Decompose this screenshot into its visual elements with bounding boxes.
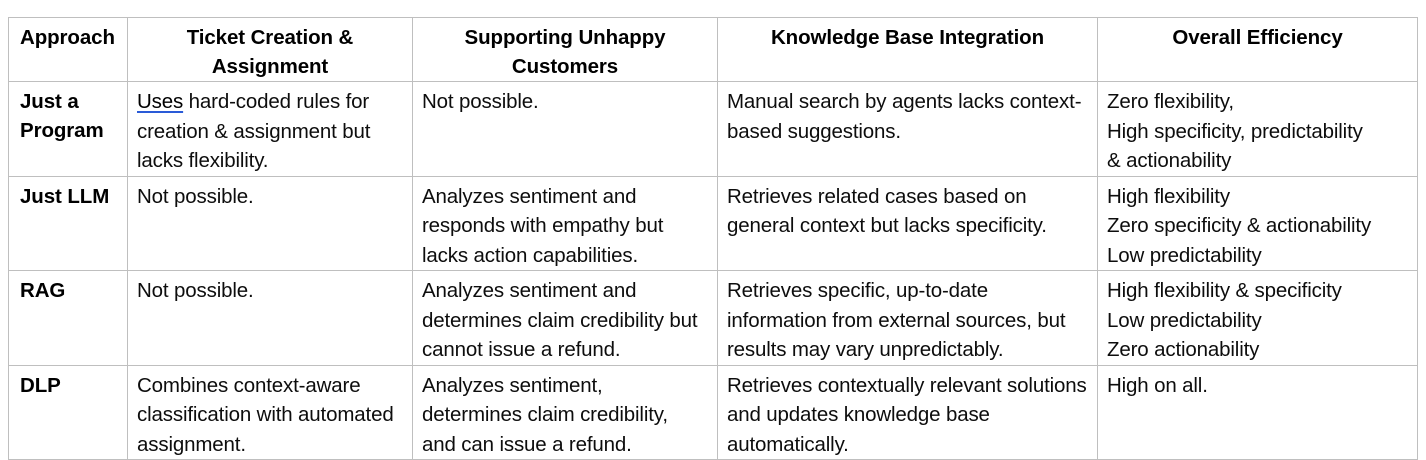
table-header: Approach Ticket Creation & Assignment Su… [8, 17, 1418, 82]
cell-just-llm-ticket-creation: Not possible. [127, 175, 413, 271]
cell-text: High on all. [1107, 373, 1208, 397]
column-header-overall-efficiency-label: Overall Efficiency [1172, 26, 1343, 49]
table-row: Just a Program Uses hard-coded rules for… [8, 81, 1418, 177]
cell-just-llm-supporting-customers: Analyzes sentiment and responds with emp… [412, 175, 718, 271]
cell-text: Retrieves specific, up-to-date informati… [727, 279, 1066, 361]
cell-dlp-overall-efficiency: High on all. [1097, 364, 1418, 460]
row-label-just-llm: Just LLM [8, 175, 128, 271]
row-label-just-a-program: Just a Program [8, 81, 128, 177]
comparison-table: Approach Ticket Creation & Assignment Su… [8, 17, 1418, 460]
cell-text: Not possible. [422, 90, 539, 113]
cell-text: Analyzes sentiment and responds with emp… [422, 184, 664, 267]
cell-rag-ticket-creation: Not possible. [127, 270, 413, 366]
cell-text: Analyzes sentiment and determines claim … [422, 279, 698, 361]
table-row: Just LLM Not possible. Analyzes sentimen… [8, 175, 1418, 271]
underlined-word: Uses [137, 90, 184, 113]
cell-text: Zero flexibility,High specificity, predi… [1107, 90, 1363, 172]
cell-text: Retrieves related cases based on general… [727, 184, 1047, 238]
column-header-approach: Approach [8, 17, 128, 82]
cell-text: Retrieves contextually relevant solution… [727, 373, 1087, 456]
column-header-approach-label: Approach [20, 26, 115, 49]
cell-just-a-program-ticket-creation: Uses hard-coded rules for creation & ass… [127, 81, 413, 177]
row-label-rag: RAG [8, 270, 128, 366]
table-body: Just a Program Uses hard-coded rules for… [8, 81, 1418, 460]
cell-dlp-ticket-creation: Combines context-aware classification wi… [127, 364, 413, 460]
cell-just-a-program-overall-efficiency: Zero flexibility,High specificity, predi… [1097, 81, 1418, 177]
column-header-ticket-creation-label: Ticket Creation & Assignment [186, 26, 354, 78]
header-row: Approach Ticket Creation & Assignment Su… [8, 17, 1418, 82]
column-header-supporting-customers: Supporting Unhappy Customers [412, 17, 718, 82]
column-header-knowledge-base: Knowledge Base Integration [717, 17, 1098, 82]
cell-rag-knowledge-base: Retrieves specific, up-to-date informati… [717, 270, 1098, 366]
column-header-overall-efficiency: Overall Efficiency [1097, 17, 1418, 82]
cell-text: Not possible. [137, 279, 254, 302]
column-header-supporting-customers-label: Supporting Unhappy Customers [464, 26, 666, 78]
cell-just-a-program-knowledge-base: Manual search by agents lacks context-ba… [717, 81, 1098, 177]
cell-rag-supporting-customers: Analyzes sentiment and determines claim … [412, 270, 718, 366]
column-header-ticket-creation: Ticket Creation & Assignment [127, 17, 413, 82]
column-header-knowledge-base-label: Knowledge Base Integration [770, 26, 1045, 49]
cell-just-llm-knowledge-base: Retrieves related cases based on general… [717, 175, 1098, 271]
cell-text-rest: hard-coded rules for creation & assignme… [137, 90, 371, 172]
row-label-dlp: DLP [8, 364, 128, 460]
cell-text: Combines context-aware classification wi… [137, 373, 394, 456]
cell-dlp-knowledge-base: Retrieves contextually relevant solution… [717, 364, 1098, 460]
table-row: DLP Combines context-aware classificatio… [8, 364, 1418, 460]
cell-text: Not possible. [137, 184, 254, 208]
cell-dlp-supporting-customers: Analyzes sentiment, determines claim cre… [412, 364, 718, 460]
cell-text: Analyzes sentiment, determines claim cre… [422, 373, 668, 456]
table-row: RAG Not possible. Analyzes sentiment and… [8, 270, 1418, 366]
cell-text: Manual search by agents lacks context-ba… [727, 90, 1082, 143]
cell-just-a-program-supporting-customers: Not possible. [412, 81, 718, 177]
cell-text: Uses hard-coded rules for creation & ass… [128, 82, 412, 176]
